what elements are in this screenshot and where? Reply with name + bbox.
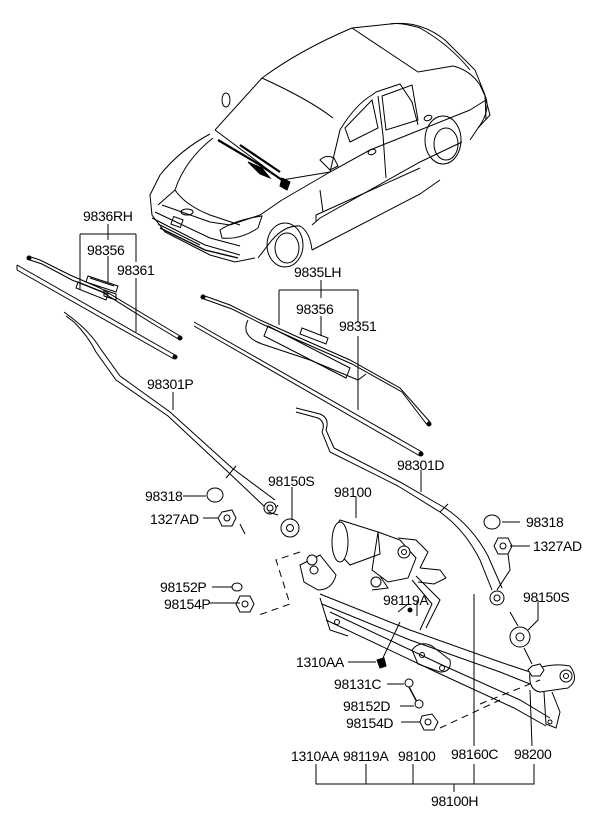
label-motor: 98100 bbox=[334, 484, 372, 500]
label-bottom-98119a: 98119A bbox=[343, 748, 389, 764]
label-bottom-98160c: 98160C bbox=[451, 746, 498, 762]
label-cap-left: 98318 bbox=[145, 488, 183, 504]
label-lh-insert: 98356 bbox=[296, 301, 334, 317]
blade-rh bbox=[16, 255, 183, 360]
label-lh-refill: 98351 bbox=[339, 318, 377, 334]
wiper-motor bbox=[331, 519, 447, 591]
label-assy-rh: 9836RH bbox=[83, 208, 133, 224]
callout-rh-bracket bbox=[79, 224, 137, 332]
label-washer-left: 98150S bbox=[268, 473, 314, 489]
label-arm-passenger: 98301P bbox=[147, 376, 193, 392]
label-pivot-cap-p: 98152P bbox=[160, 579, 206, 595]
label-arm-driver: 98301D bbox=[397, 457, 444, 473]
callout-lh-bracket bbox=[278, 280, 359, 410]
lower-pivot-parts bbox=[376, 621, 541, 731]
right-pivot-parts bbox=[483, 514, 513, 591]
label-pivot-nut-p: 98154P bbox=[164, 596, 210, 612]
wiper-linkage bbox=[319, 575, 575, 729]
label-motor-bolt: 98119A bbox=[383, 592, 429, 608]
label-bottom-98200: 98200 bbox=[514, 746, 552, 762]
label-bottom-1310aa: 1310AA bbox=[291, 748, 340, 764]
label-rh-insert: 98356 bbox=[87, 242, 125, 258]
label-pivot-cap-d: 98152D bbox=[343, 698, 390, 714]
label-nut-right: 1327AD bbox=[533, 538, 582, 554]
label-bottom-98100: 98100 bbox=[398, 748, 436, 764]
label-rh-refill: 98361 bbox=[117, 262, 155, 278]
label-washer-right: 98150S bbox=[523, 589, 569, 605]
part-labels: 9836RH 98356 98361 9835LH 98356 98351 98… bbox=[83, 208, 582, 809]
label-bolt-98131c: 98131C bbox=[334, 676, 381, 692]
blade-lh bbox=[193, 294, 432, 457]
left-pivot-parts bbox=[206, 487, 337, 617]
label-cap-right: 98318 bbox=[526, 514, 564, 530]
label-nut-left: 1327AD bbox=[150, 511, 199, 527]
arm-passenger bbox=[63, 311, 279, 515]
label-pivot-nut-d: 98154D bbox=[346, 715, 393, 731]
leader-lines bbox=[172, 392, 539, 792]
car-illustration bbox=[149, 22, 491, 268]
label-assy-lh: 9835LH bbox=[294, 264, 341, 280]
label-nut-1310aa: 1310AA bbox=[296, 654, 345, 670]
arm-driver bbox=[295, 407, 505, 606]
label-linkage-assy: 98100H bbox=[431, 793, 478, 809]
